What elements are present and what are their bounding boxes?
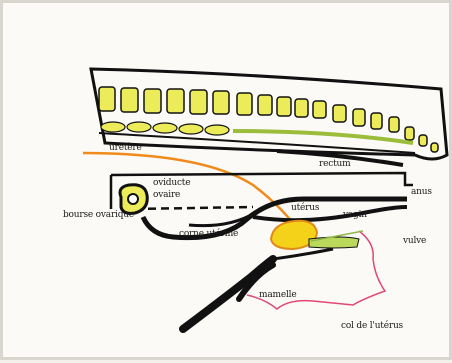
label-vagin: vagin bbox=[343, 210, 367, 220]
vagina-tube bbox=[253, 207, 407, 220]
vulva-green bbox=[309, 237, 359, 248]
label-uterus: utérus bbox=[291, 203, 319, 213]
label-col-uterus: col de l'utérus bbox=[341, 321, 403, 331]
label-vulve: vulve bbox=[403, 236, 426, 246]
label-mamelle: mamelle bbox=[259, 290, 296, 300]
body-wall-dashed bbox=[135, 207, 253, 209]
label-corne-uterine: corne utérine bbox=[179, 229, 238, 239]
label-ovaire: ovaire bbox=[153, 190, 180, 200]
vertebral-bodies bbox=[101, 122, 413, 143]
label-oviducte: oviducte bbox=[153, 178, 190, 188]
label-anus: anus bbox=[411, 187, 432, 197]
label-ureter: uretère bbox=[109, 143, 142, 153]
anatomy-diagram bbox=[3, 3, 452, 363]
label-rectum: rectum bbox=[319, 159, 350, 169]
label-bourse-ovarique: bourse ovarique bbox=[63, 210, 134, 220]
